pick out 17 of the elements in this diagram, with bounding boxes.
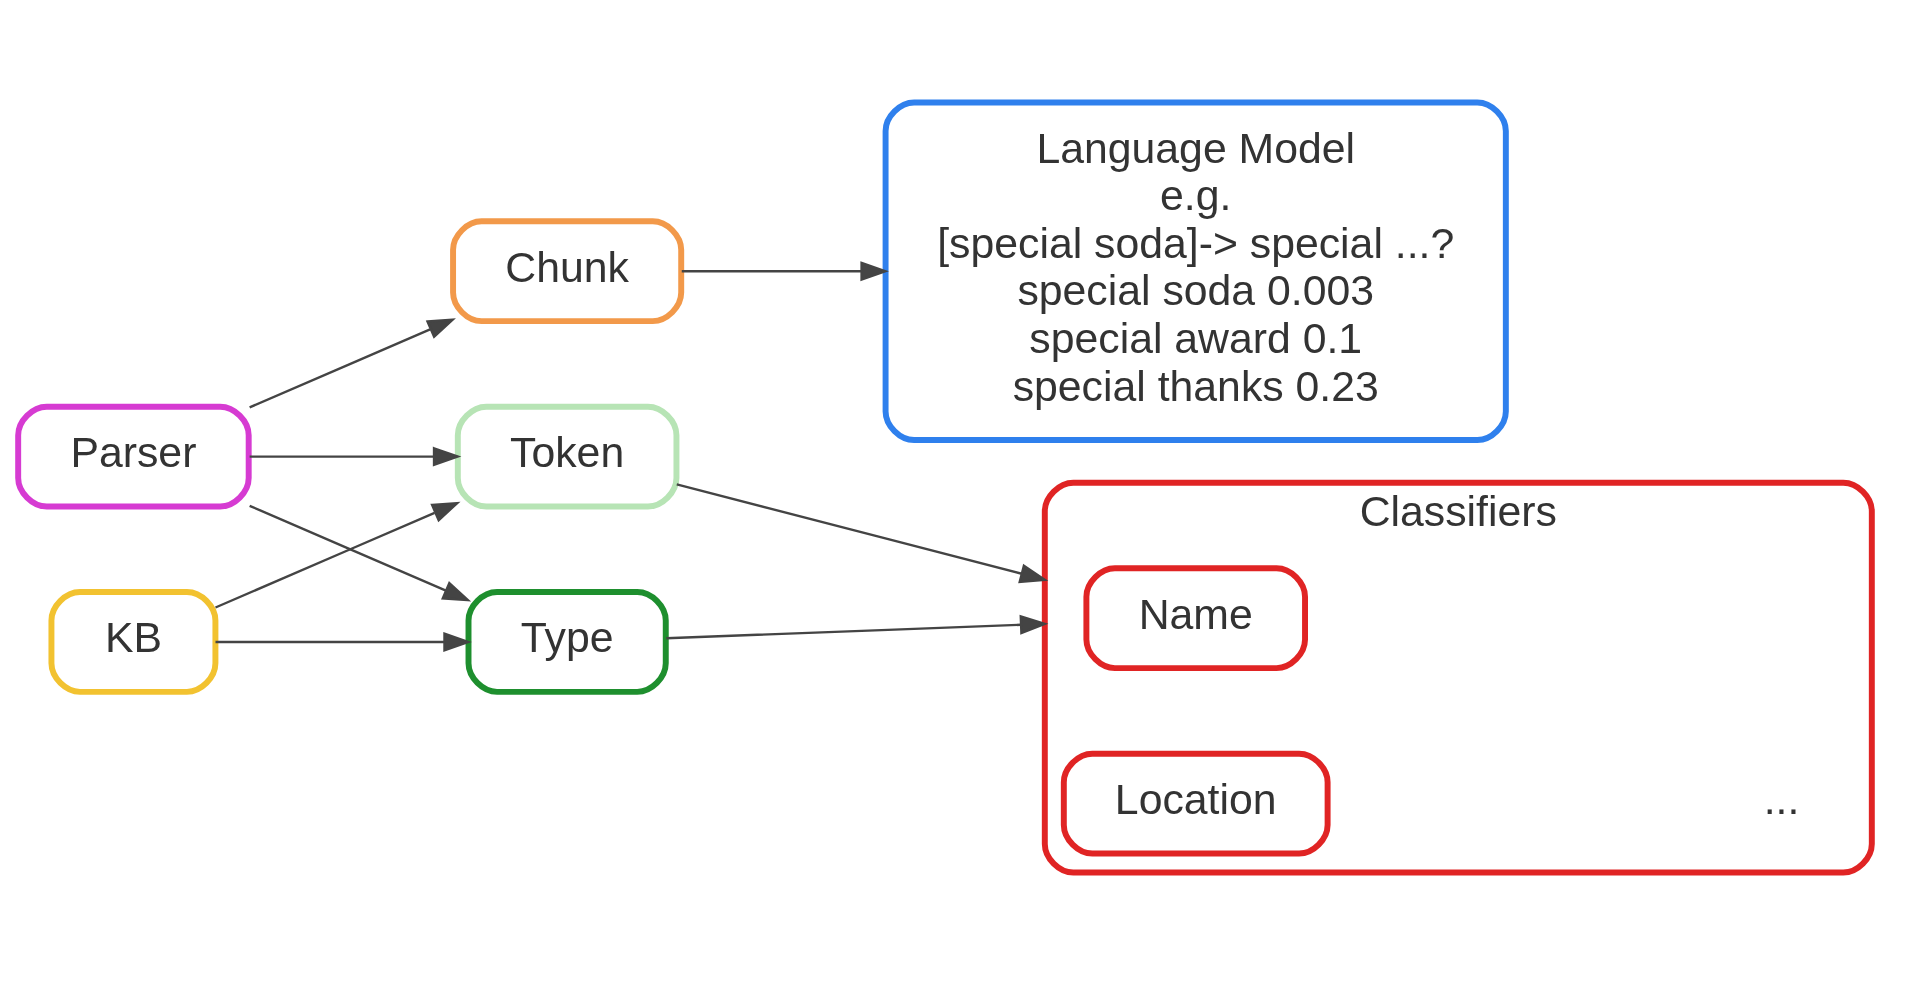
arrow: [249, 317, 456, 408]
arrow: [676, 482, 1049, 583]
arrow: [666, 614, 1049, 639]
node-box: Name: [1083, 564, 1308, 671]
arrow: [215, 501, 461, 609]
arrow: [249, 446, 462, 467]
node-box: Language Model e.g. [special soda]-> special ...? special soda 0.003 special award 0.1 special thanks 0.23: [882, 99, 1509, 443]
arrow: [215, 631, 472, 652]
label: ...: [1763, 774, 1800, 823]
node-box: Type: [465, 588, 669, 695]
node-box: KB: [48, 588, 219, 695]
arrow: [249, 504, 472, 601]
node-box: Chunk: [450, 217, 685, 324]
arrow: [681, 260, 889, 281]
node-box: Token: [454, 403, 680, 509]
node-box: Parser: [15, 403, 252, 509]
node-box: Location: [1060, 750, 1331, 856]
